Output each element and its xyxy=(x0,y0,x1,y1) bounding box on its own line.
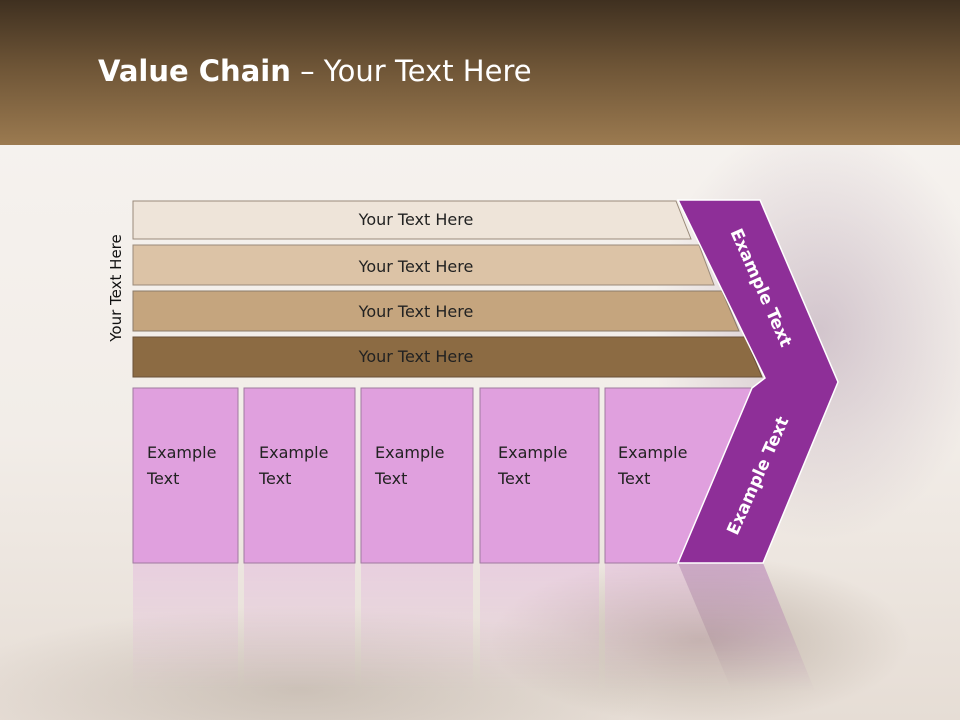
box-3-line2: Text xyxy=(374,469,407,488)
slide-title: Value Chain – Your Text Here xyxy=(98,54,532,88)
bar-3 xyxy=(132,290,740,332)
box-1 xyxy=(132,387,239,564)
box-2-line1: Example xyxy=(259,443,328,462)
box-4 xyxy=(479,387,600,564)
box-5-line2: Text xyxy=(617,469,650,488)
box-1-line2: Text xyxy=(146,469,179,488)
box-4-line1: Example xyxy=(498,443,567,462)
bar-4 xyxy=(132,336,763,378)
box-2 xyxy=(243,387,356,564)
reflection-box-1 xyxy=(133,563,238,720)
chevron-arrow xyxy=(676,199,839,564)
bar-1 xyxy=(132,200,692,240)
box-3 xyxy=(360,387,474,564)
box-3-line1: Example xyxy=(375,443,444,462)
bar-3-label: Your Text Here xyxy=(358,302,474,321)
reflection-box-3 xyxy=(361,563,473,720)
box-2-line2: Text xyxy=(258,469,291,488)
title-rest: – Your Text Here xyxy=(290,54,532,88)
reflection-box-2 xyxy=(244,563,355,720)
reflection-chevron xyxy=(678,563,827,720)
title-bold: Value Chain xyxy=(98,54,291,88)
reflection-box-5 xyxy=(605,563,745,720)
diagram-reflection xyxy=(133,563,827,720)
reflection-box-4 xyxy=(480,563,599,720)
header-band xyxy=(0,0,960,145)
box-5-line1: Example xyxy=(618,443,687,462)
bar-2 xyxy=(132,244,715,286)
box-1-line1: Example xyxy=(147,443,216,462)
bar-2-label: Your Text Here xyxy=(358,257,474,276)
bar-4-label: Your Text Here xyxy=(358,347,474,366)
bar-1-label: Your Text Here xyxy=(358,210,474,229)
box-4-line2: Text xyxy=(497,469,530,488)
